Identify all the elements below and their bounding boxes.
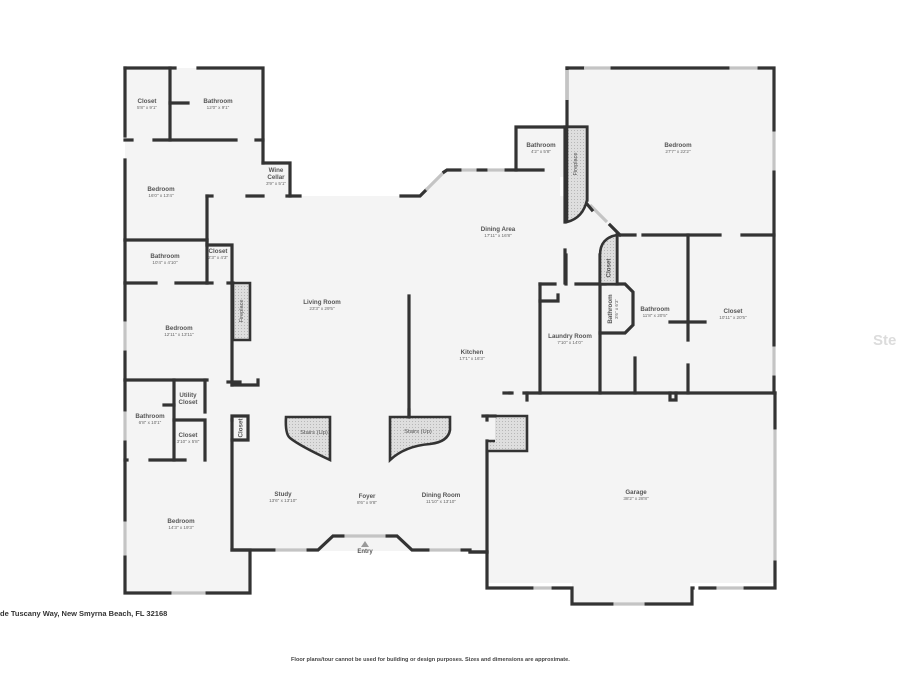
room-name: Bathroom — [150, 252, 180, 260]
room-name: Bathroom — [203, 97, 233, 105]
room-bedroom-ne: Bedroom 27'7" x 22'2" — [664, 142, 691, 154]
room-name: Closet — [178, 431, 198, 439]
room-name: Closet — [137, 97, 157, 105]
room-dimensions: 4'2" x 5'8" — [530, 148, 552, 154]
room-closet-nw: Closet 5'8" x 9'1" — [137, 98, 157, 110]
room-dimensions: 7'10" x 14'0" — [557, 339, 583, 345]
room-dimensions: 16'0" x 13'4" — [148, 192, 174, 198]
room-dimensions: 11'8" x 20'5" — [642, 312, 668, 318]
room-wine-cellar: Wine Cellar 3'9" x 5'1" — [266, 167, 286, 187]
room-bathroom-e-small: Bathroom 3'6" x 6'3" — [607, 294, 619, 323]
entry-label: Entry — [357, 549, 373, 555]
property-address: de Tuscany Way, New Smyrna Beach, FL 321… — [0, 609, 168, 618]
room-name: Dining Room — [421, 491, 461, 499]
room-dimensions: 10'11" x 20'5" — [719, 314, 747, 320]
room-name: Bathroom — [606, 294, 614, 324]
room-name-line2: Cellar — [267, 174, 285, 182]
room-bedroom-sw: Bedroom 14'3" x 19'3" — [167, 518, 194, 530]
room-dimensions: 3'9" x 5'1" — [265, 181, 287, 187]
room-dining-area: Dining Area 17'11" x 16'8" — [481, 226, 516, 238]
room-bathroom-w: Bathroom 10'4" x 4'10" — [150, 253, 179, 265]
room-dimensions: 3'10" x 5'8" — [176, 438, 200, 444]
room-dimensions: 5'8" x 9'1" — [136, 104, 158, 110]
room-name: Bedroom — [147, 185, 175, 193]
room-name: Laundry Room — [548, 332, 592, 340]
fireplace-west-label: Fireplace — [239, 299, 245, 323]
room-name: Closet — [208, 247, 228, 255]
room-bedroom-w: Bedroom 12'11" x 13'11" — [164, 325, 194, 337]
room-name: Foyer — [358, 492, 376, 500]
walls — [123, 66, 777, 606]
entry-arrow-icon — [361, 541, 369, 547]
room-utility-closet: Utility Closet — [179, 392, 198, 406]
room-name-line1: Wine — [268, 167, 284, 175]
room-name: Garage — [625, 488, 647, 496]
room-dimensions: 12'11" x 13'11" — [164, 331, 194, 337]
room-bathroom-sw: Bathroom 6'8" x 10'1" — [135, 413, 164, 425]
watermark: Ste — [873, 332, 897, 349]
room-bathroom-ne-small: Bathroom 4'2" x 5'8" — [526, 142, 555, 154]
room-laundry-room: Laundry Room 7'10" x 14'0" — [548, 333, 592, 345]
stairs-left-label: Stairs (Up) — [300, 430, 328, 436]
room-dimensions: 17'11" x 16'8" — [484, 232, 512, 238]
room-dining-room: Dining Room 11'10" x 13'10" — [422, 492, 461, 504]
room-name: Closet — [237, 418, 245, 438]
room-name-line2: Closet — [178, 399, 198, 406]
room-name: Closet — [723, 307, 743, 315]
floor-fills — [125, 68, 775, 603]
room-bathroom-nw: Bathroom 12'0" x 9'1" — [203, 98, 232, 110]
room-garage: Garage 38'2" x 28'8" — [623, 489, 648, 501]
room-dimensions: 8'6" x 9'8" — [356, 499, 378, 505]
room-dimensions: 23'3" x 29'5" — [309, 305, 335, 311]
room-dimensions: 14'3" x 19'3" — [168, 524, 194, 530]
room-dimensions: 6'8" x 10'1" — [138, 419, 162, 425]
room-name: Bathroom — [526, 141, 556, 149]
room-name: Closet — [605, 258, 613, 278]
room-dimensions: 2'3" x 4'3" — [207, 254, 229, 260]
room-name: Dining Area — [480, 225, 516, 233]
room-name: Kitchen — [460, 348, 484, 356]
room-dimensions: 3'6" x 6'3" — [613, 298, 619, 320]
room-dimensions: 38'2" x 28'8" — [623, 495, 649, 501]
room-closet-e: Closet 10'11" x 20'5" — [719, 308, 746, 320]
room-name: Bedroom — [664, 141, 692, 149]
room-living-room: Living Room 23'3" x 29'5" — [303, 299, 340, 311]
room-name: Living Room — [303, 298, 341, 306]
room-name: Bedroom — [165, 324, 193, 332]
room-dimensions: 12'0" x 9'1" — [206, 104, 230, 110]
room-closet-hall: Closet — [237, 419, 244, 438]
room-dimensions: 11'10" x 13'10" — [426, 498, 456, 504]
room-foyer: Foyer 8'6" x 9'8" — [357, 493, 377, 505]
room-bathroom-e: Bathroom 11'8" x 20'5" — [640, 306, 669, 318]
room-dimensions: 17'1" x 16'3" — [459, 355, 485, 361]
room-closet-e-small: Closet — [605, 259, 612, 278]
room-name: Bathroom — [640, 305, 670, 313]
room-name: Bedroom — [167, 517, 195, 525]
disclaimer-text: Floor plans/tour cannot be used for buil… — [291, 657, 570, 663]
room-closet-w: Closet 2'3" x 4'3" — [208, 248, 228, 260]
room-name: Study — [274, 490, 292, 498]
room-dimensions: 13'6" x 13'10" — [269, 497, 297, 503]
stairs-right-label: Stairs (Up) — [404, 429, 432, 435]
room-bedroom-nw: Bedroom 16'0" x 13'4" — [147, 186, 174, 198]
room-name: Bathroom — [135, 412, 165, 420]
fireplace-ne-label: Fireplace — [573, 152, 579, 176]
room-dimensions: 10'4" x 4'10" — [152, 259, 178, 265]
room-dimensions: 27'7" x 22'2" — [665, 148, 691, 154]
room-closet-sw: Closet 3'10" x 5'8" — [177, 432, 200, 444]
room-kitchen: Kitchen 17'1" x 16'3" — [459, 349, 484, 361]
room-name-line1: Utility — [179, 391, 197, 399]
room-study: Study 13'6" x 13'10" — [269, 491, 297, 503]
